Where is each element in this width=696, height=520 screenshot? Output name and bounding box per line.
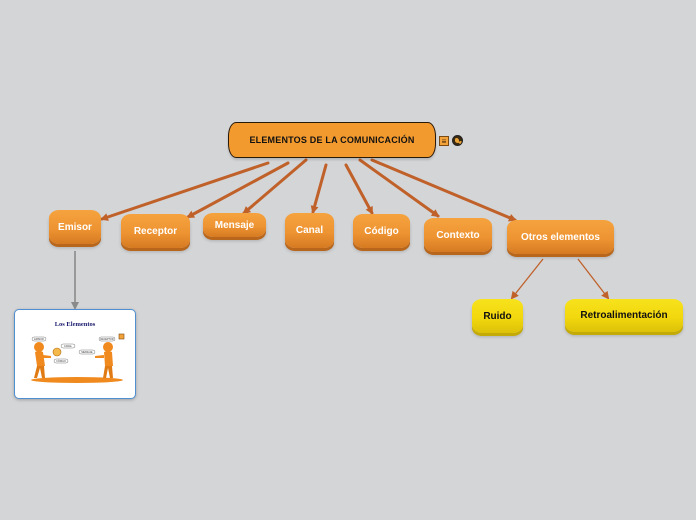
subtopic-ruido[interactable]: Ruido xyxy=(472,299,523,333)
link-otros-retroalimentacion xyxy=(577,258,610,300)
note-icon[interactable]: ≡ xyxy=(439,135,449,146)
bubble-label: RECEPTOR xyxy=(100,338,114,341)
bubble-canal: CANAL xyxy=(60,343,76,349)
link-root-receptor xyxy=(186,161,290,219)
link-root-otros xyxy=(370,158,517,222)
bubble-label: CANAL xyxy=(64,345,73,348)
ground-shape xyxy=(31,377,123,383)
image-card-title: Los Elementos xyxy=(54,321,96,328)
central-topic[interactable]: ELEMENTOS DE LA COMUNICACIÓN xyxy=(228,122,436,158)
subtopic-label: Retroalimentación xyxy=(580,310,668,321)
emisor-image-card[interactable]: Los Elementos EMISOR CANAL xyxy=(14,309,136,399)
topic-label: Código xyxy=(364,225,399,237)
topic-label: Emisor xyxy=(58,221,92,233)
globe-icon[interactable] xyxy=(452,135,463,146)
link-root-canal xyxy=(310,163,328,214)
bubble-receptor: RECEPTOR xyxy=(98,336,116,342)
emisor-figure-icon xyxy=(34,342,51,378)
bubble-label: MENSAJE xyxy=(81,351,93,354)
topic-label: Otros elementos xyxy=(521,231,600,243)
subtopic-retroalimentacion[interactable]: Retroalimentación xyxy=(565,299,683,332)
bubble-codigo: CÓDIGO xyxy=(53,358,69,364)
topic-label: Receptor xyxy=(133,225,178,237)
link-root-emisor xyxy=(100,161,270,221)
link-root-contexto xyxy=(358,158,440,218)
communication-illustration: EMISOR CANAL MENSAJE CÓDIGO RECEPTOR xyxy=(31,333,125,383)
topic-emisor[interactable]: Emisor xyxy=(49,210,101,244)
note-icon xyxy=(118,333,125,340)
central-topic-label: ELEMENTOS DE LA COMUNICACIÓN xyxy=(249,135,415,145)
topic-otros-elementos[interactable]: Otros elementos xyxy=(507,220,614,254)
topic-label: Mensaje xyxy=(214,219,255,231)
link-root-mensaje xyxy=(242,158,308,215)
topic-codigo[interactable]: Código xyxy=(353,214,410,248)
bubble-label: EMISOR xyxy=(34,338,44,341)
bubble-label: CÓDIGO xyxy=(56,360,66,363)
link-otros-ruido xyxy=(510,258,544,300)
message-icon xyxy=(52,347,62,357)
subtopic-label: Ruido xyxy=(483,310,512,322)
topic-contexto[interactable]: Contexto xyxy=(424,218,492,252)
receptor-figure-icon xyxy=(95,342,113,378)
topic-label: Canal xyxy=(295,225,324,236)
topic-receptor[interactable]: Receptor xyxy=(121,214,190,248)
topic-canal[interactable]: Canal xyxy=(285,213,334,248)
bubble-mensaje: MENSAJE xyxy=(78,349,96,355)
topic-mensaje[interactable]: Mensaje xyxy=(203,213,266,237)
link-root-codigo xyxy=(344,163,374,215)
central-topic-icons: ≡ xyxy=(439,135,463,146)
bubble-emisor: EMISOR xyxy=(31,336,47,342)
topic-label: Contexto xyxy=(436,229,480,241)
